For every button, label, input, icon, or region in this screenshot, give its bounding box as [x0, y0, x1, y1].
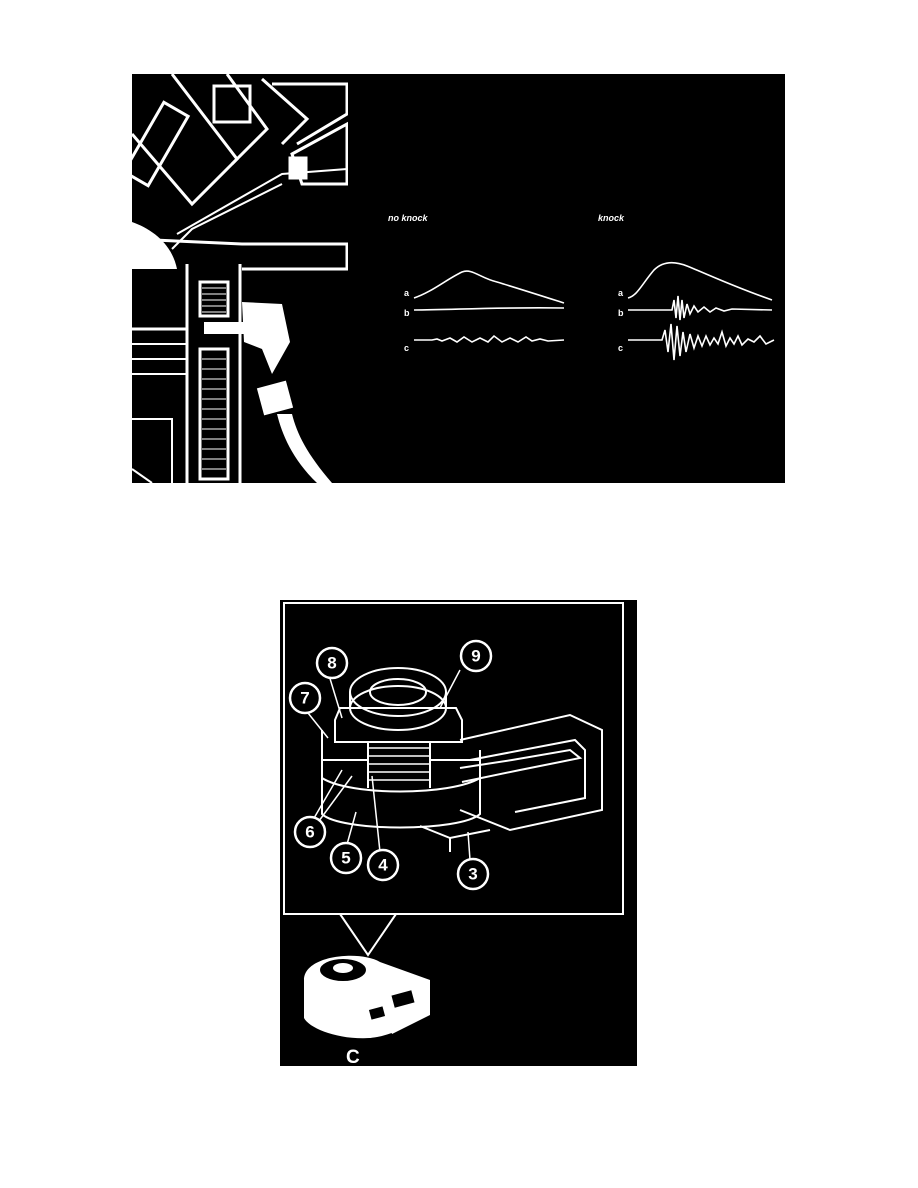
trace-b-knock — [628, 295, 773, 321]
inset-frame — [283, 602, 624, 915]
svg-text:3: 3 — [468, 865, 477, 884]
knock-sensor-small — [304, 955, 430, 1041]
coolant-passage-hatching — [202, 287, 226, 470]
callout-5: 5 — [329, 841, 363, 875]
callout-8: 8 — [315, 646, 349, 680]
trace-a-no-knock — [413, 270, 565, 304]
trace-c-no-knock — [414, 334, 565, 343]
trace-label-b-knock: b — [618, 308, 624, 318]
callout-7: 7 — [288, 681, 322, 715]
trace-label-a-knock: a — [618, 288, 624, 298]
trace-label-c-no-knock: c — [404, 343, 409, 353]
callout-9: 9 — [459, 639, 493, 673]
svg-text:7: 7 — [300, 689, 309, 708]
caption-knock: knock — [598, 213, 625, 223]
knock-sensor-cutaway: 8 7 9 6 5 4 3 — [280, 600, 637, 1066]
trace-b-no-knock — [413, 306, 565, 311]
trace-a-knock — [627, 261, 773, 301]
sensor-cutaway-drawing — [321, 667, 603, 852]
svg-text:9: 9 — [471, 647, 480, 666]
trace-label-b-no-knock: b — [404, 308, 410, 318]
knock-sensor-mounted — [204, 302, 332, 483]
trace-label-c-knock: c — [618, 343, 623, 353]
svg-text:5: 5 — [341, 849, 350, 868]
inset-pointer — [339, 913, 397, 957]
callout-3: 3 — [456, 857, 490, 891]
svg-text:8: 8 — [327, 654, 336, 673]
engine-knock-sensor-illustration: no knock knock a b c a b c — [132, 74, 785, 483]
callout-6: 6 — [293, 815, 327, 849]
sensor-connector — [256, 380, 294, 416]
caption-no-knock: no knock — [388, 213, 429, 223]
knock-sensor-svg: 8 7 9 6 5 4 3 — [283, 602, 624, 1066]
sensor-bolt — [204, 322, 244, 334]
engine-cross-section — [132, 74, 349, 483]
engine-knock-svg: no knock knock a b c a b c — [132, 74, 775, 483]
trace-c-knock — [628, 323, 775, 361]
sensor-cable — [277, 414, 332, 483]
callout-4: 4 — [366, 848, 400, 882]
sensor-body — [242, 302, 290, 374]
figure-label-c: C — [346, 1047, 360, 1066]
trace-label-a-no-knock: a — [404, 288, 410, 298]
callout-leaders — [303, 669, 471, 861]
svg-text:6: 6 — [305, 823, 314, 842]
svg-text:4: 4 — [378, 856, 388, 875]
